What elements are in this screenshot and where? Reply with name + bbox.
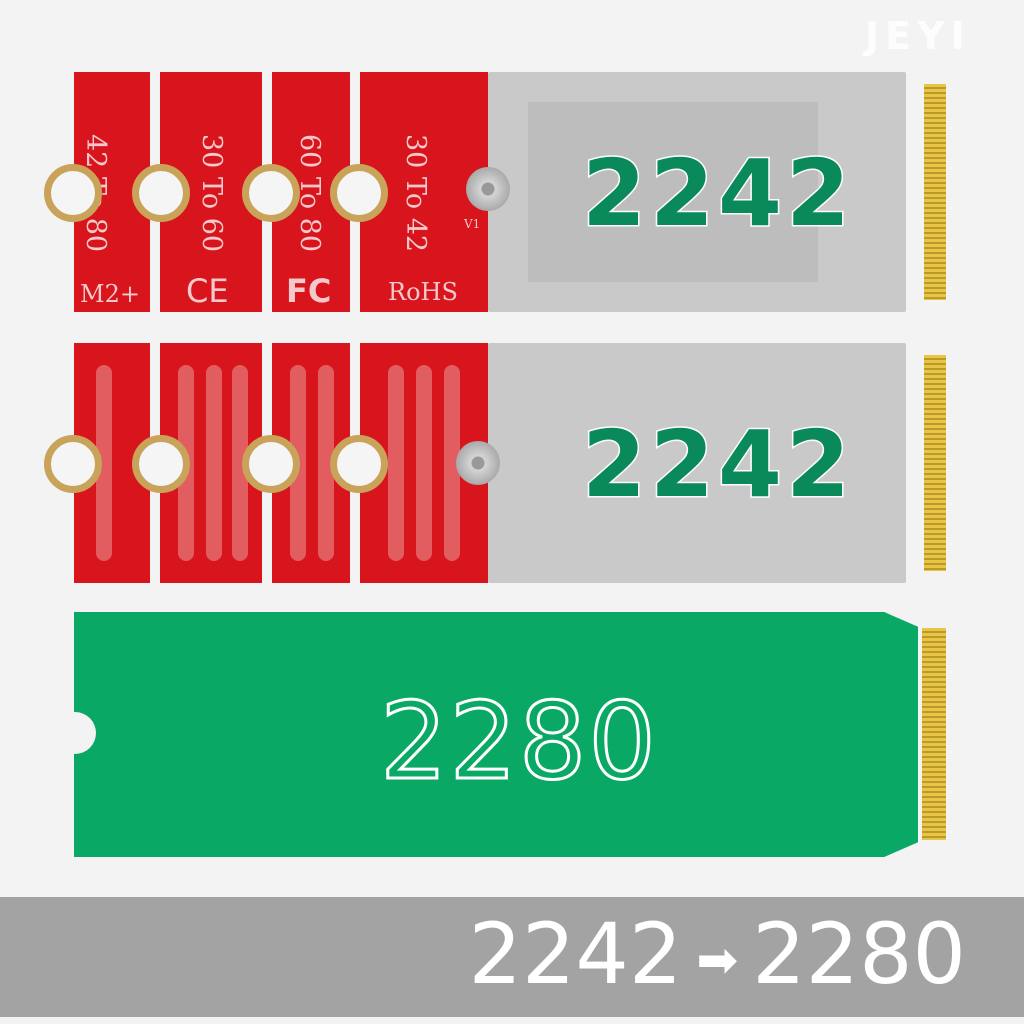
gold-connector — [924, 84, 946, 300]
mount-hole — [132, 435, 190, 493]
version-mark: V1 — [464, 217, 481, 231]
arrow-right-icon: ➡ — [696, 931, 739, 990]
middle-board: 2242 — [44, 343, 946, 583]
adapter-stripe — [388, 365, 404, 561]
caption-to: 2280 — [752, 905, 966, 1003]
size-label-2242: 2242 — [580, 139, 855, 249]
ssd-2242-top — [488, 72, 906, 312]
brand-watermark: JEYI — [865, 14, 971, 58]
gold-connector — [924, 355, 946, 571]
size-label-2242: 2242 — [580, 410, 855, 520]
adapter-stripe — [416, 365, 432, 561]
top-board: 42 To 80 30 To 60 60 To 80 30 To 42 M2+ … — [44, 72, 946, 312]
screw — [466, 167, 510, 211]
size-label-2280: 2280 — [379, 679, 658, 805]
adapter-stripe — [96, 365, 112, 561]
caption-band: 2242➡2280 — [0, 897, 1024, 1017]
segment-label: 30 To 42 — [400, 134, 431, 253]
mount-hole — [44, 164, 102, 222]
ce-mark: CE — [186, 272, 229, 310]
mount-hole — [242, 435, 300, 493]
adapter-stripe — [206, 365, 222, 561]
mount-hole — [330, 164, 388, 222]
adapter-stripe — [318, 365, 334, 561]
mount-hole — [242, 164, 300, 222]
adapter-stripe — [232, 365, 248, 561]
fcc-mark: FC — [286, 272, 332, 310]
board-notch — [54, 712, 96, 754]
mount-hole — [330, 435, 388, 493]
gold-connector — [922, 628, 946, 840]
segment-label: 30 To 60 — [196, 134, 227, 253]
memory-chip — [528, 102, 818, 282]
screw — [456, 441, 500, 485]
mount-hole — [44, 435, 102, 493]
rohs-mark: RoHS — [388, 278, 458, 306]
ssd-2242-bottom — [488, 343, 906, 583]
ssd-2280-board — [74, 612, 918, 857]
caption-from: 2242 — [468, 905, 683, 1003]
adapter-stripe — [444, 365, 460, 561]
caption: 2242➡2280 — [469, 905, 966, 1003]
m2-mark: M2+ — [80, 280, 140, 308]
mount-hole — [132, 164, 190, 222]
